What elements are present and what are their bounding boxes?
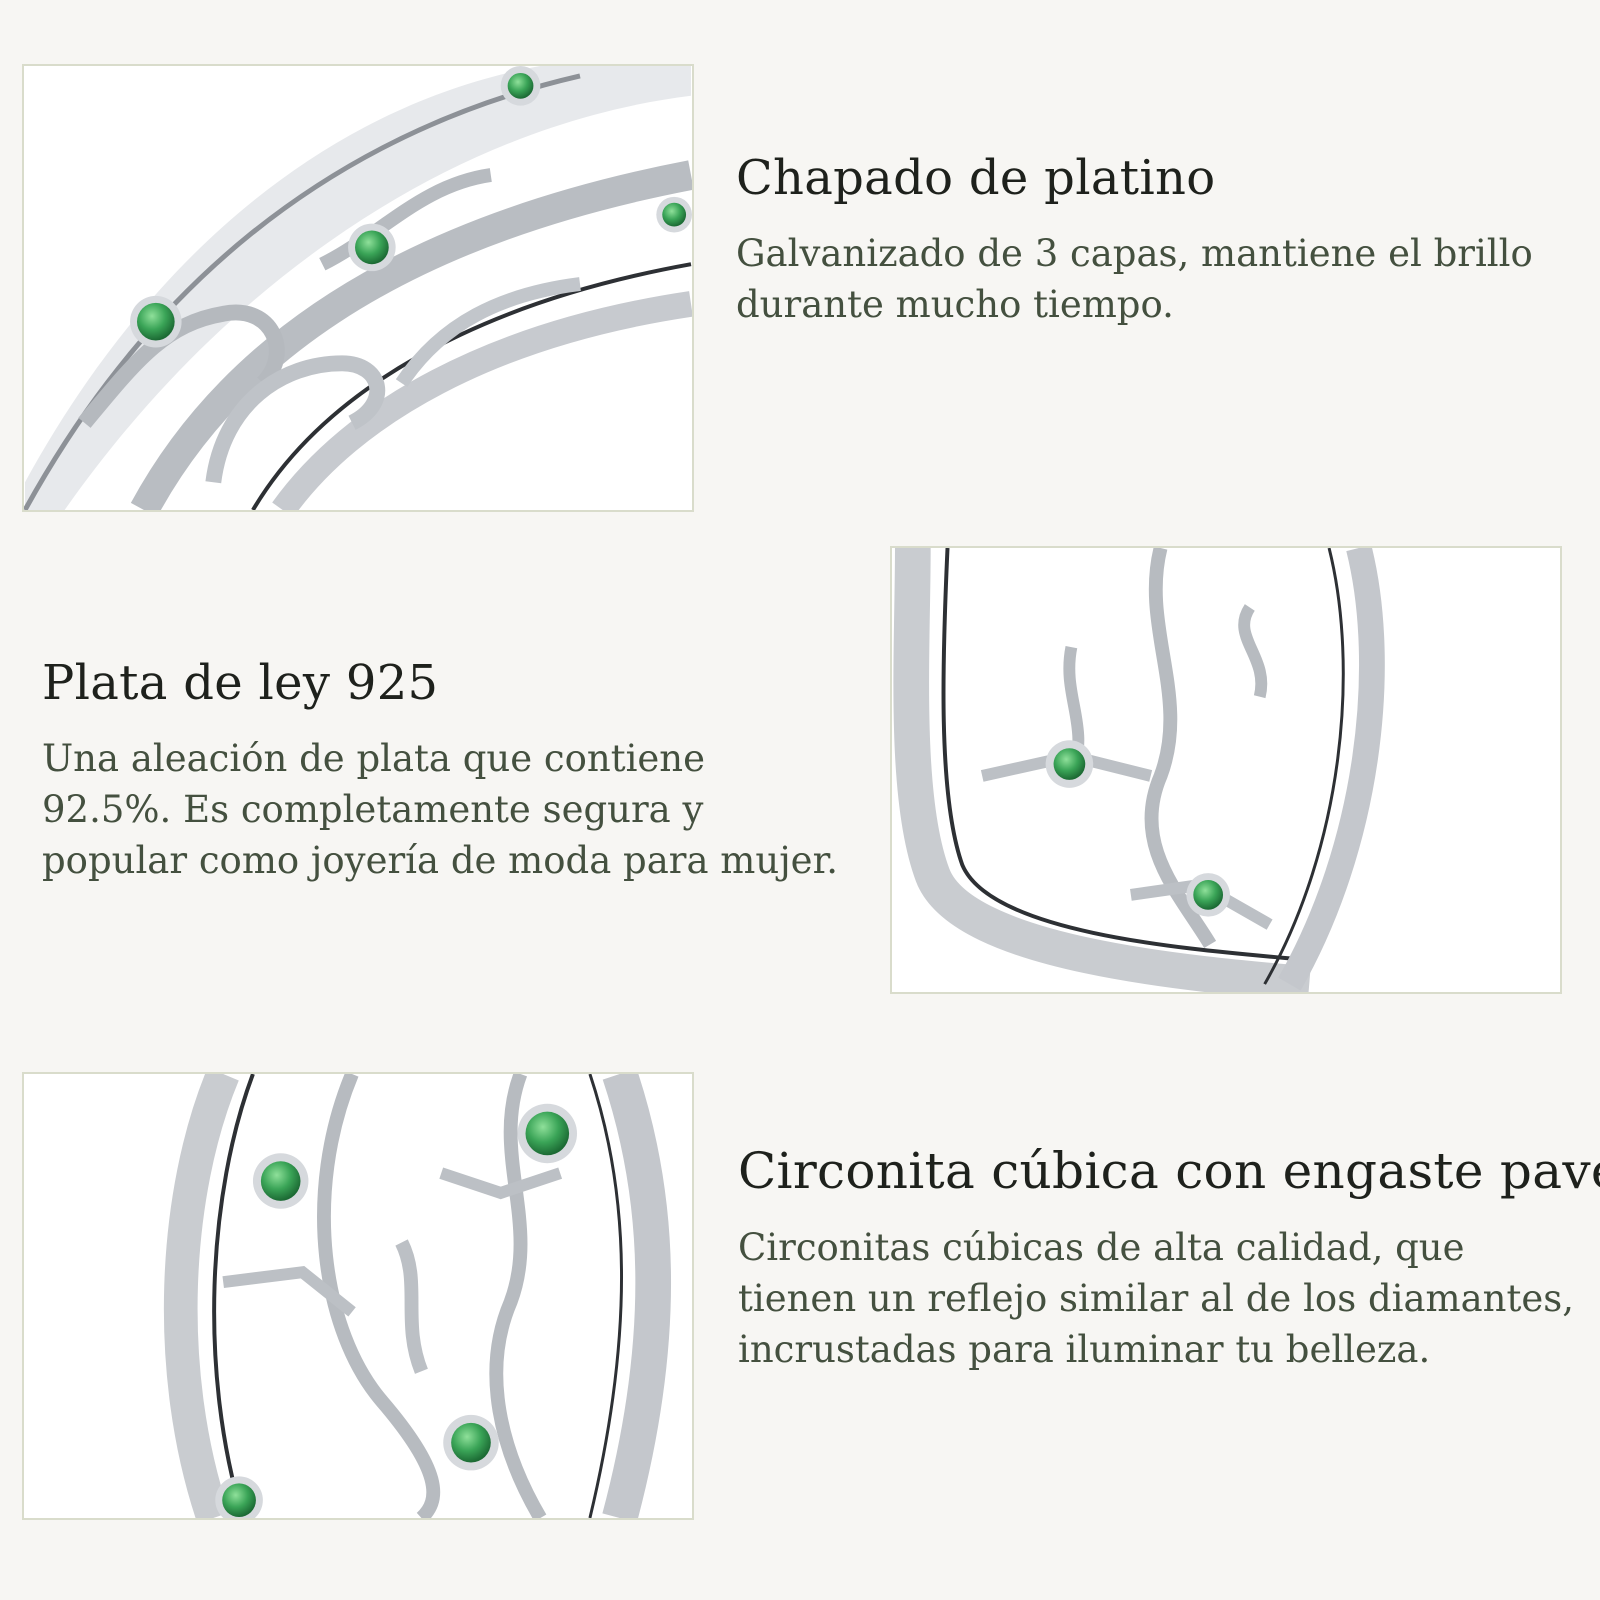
feature-title: Circonita cúbica con engaste pavé bbox=[738, 1142, 1600, 1200]
ring-illustration bbox=[893, 548, 1559, 992]
ring-closeup-photo-1 bbox=[22, 64, 694, 512]
feature-title: Plata de ley 925 bbox=[42, 655, 439, 711]
feature-title: Chapado de platino bbox=[736, 150, 1216, 206]
feature-description: Galvanizado de 3 capas, mantiene el bril… bbox=[736, 232, 1533, 326]
ring-closeup-photo-3 bbox=[22, 1072, 694, 1520]
ring-illustration bbox=[24, 66, 692, 510]
feature-cubic-zirconia-pave: Circonita cúbica con engaste pavé Circon… bbox=[738, 1142, 1600, 1375]
feature-sterling-silver: Plata de ley 925 Una aleación de plata q… bbox=[42, 655, 842, 886]
ring-closeup-photo-2 bbox=[890, 546, 1562, 994]
feature-platinum-plating: Chapado de platino Galvanizado de 3 capa… bbox=[736, 150, 1556, 330]
ring-illustration bbox=[25, 1074, 691, 1518]
feature-description: Circonitas cúbicas de alta calidad, que … bbox=[738, 1226, 1575, 1371]
feature-description: Una aleación de plata que contiene 92.5%… bbox=[42, 737, 838, 882]
